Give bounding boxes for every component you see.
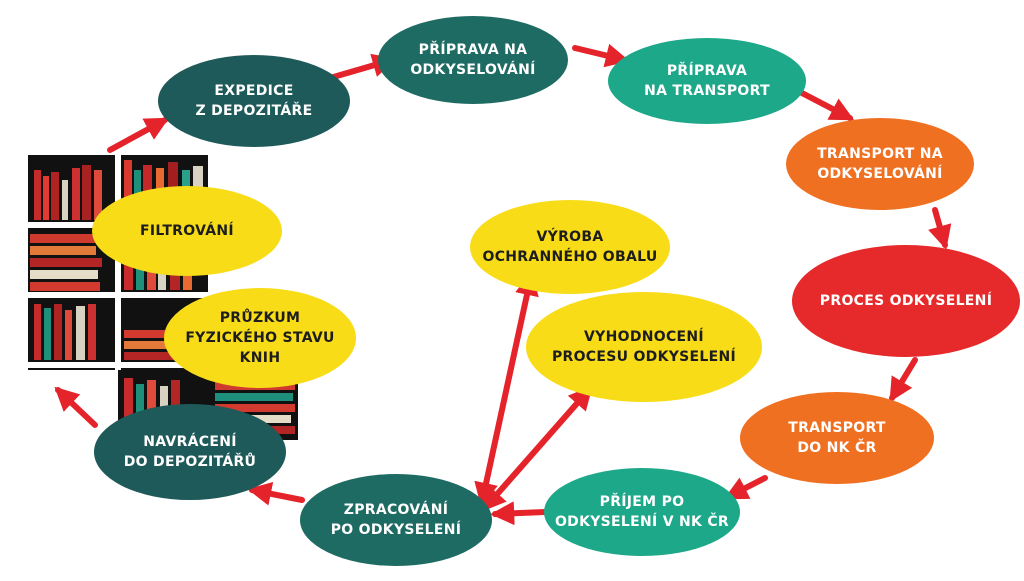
node-transport-odkyselovani: TRANSPORT NA ODKYSELOVÁNÍ: [786, 118, 974, 210]
node-priprava-odkyselovani: PŘÍPRAVA NA ODKYSELOVÁNÍ: [378, 16, 568, 104]
node-vyroba: VÝROBA OCHRANNÉHO OBALU: [470, 200, 670, 294]
node-prijem: PŘÍJEM PO ODKYSELENÍ V NK ČR: [544, 468, 740, 556]
node-filtrovani: FILTROVÁNÍ: [92, 186, 282, 276]
node-proces-odkyseleni: PROCES ODKYSELENÍ: [792, 245, 1020, 357]
node-expedice: EXPEDICE Z DEPOZITÁŘE: [158, 55, 350, 147]
node-pruzkum: PRŮZKUM FYZICKÉHO STAVU KNIH: [164, 288, 356, 388]
node-zpracovani: ZPRACOVÁNÍ PO ODKYSELENÍ: [300, 474, 492, 566]
node-vyhodnoceni: VYHODNOCENÍ PROCESU ODKYSELENÍ: [526, 292, 762, 402]
node-transport-nk: TRANSPORT DO NK ČR: [740, 392, 934, 484]
node-navraceni: NAVRÁCENÍ DO DEPOZITÁŘŮ: [94, 404, 286, 500]
node-priprava-transport: PŘÍPRAVA NA TRANSPORT: [608, 38, 806, 124]
